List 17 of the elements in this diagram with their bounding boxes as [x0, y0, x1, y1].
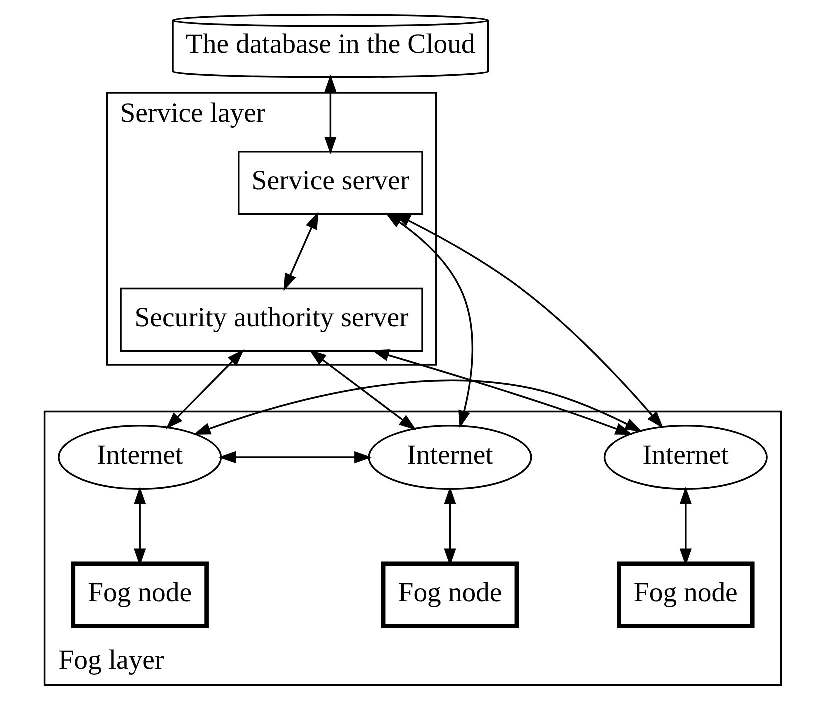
arrow — [218, 451, 372, 464]
arrow — [308, 350, 416, 430]
arrow — [283, 212, 318, 292]
arrow — [193, 380, 642, 435]
arrow — [324, 74, 336, 154]
node-ellipse: Internet — [368, 424, 532, 490]
arrow — [385, 212, 474, 428]
node-box: Fog node — [70, 562, 208, 628]
node-ellipse: Internet — [603, 424, 768, 490]
node-box: Security authority server — [120, 288, 423, 352]
arrow — [392, 213, 664, 429]
node-box: Fog node — [380, 562, 519, 628]
arrow — [166, 350, 244, 430]
node-ellipse: Internet — [58, 424, 222, 490]
node-box: Fog node — [616, 562, 754, 628]
node-box: Service server — [238, 151, 423, 216]
arrow — [371, 350, 632, 436]
